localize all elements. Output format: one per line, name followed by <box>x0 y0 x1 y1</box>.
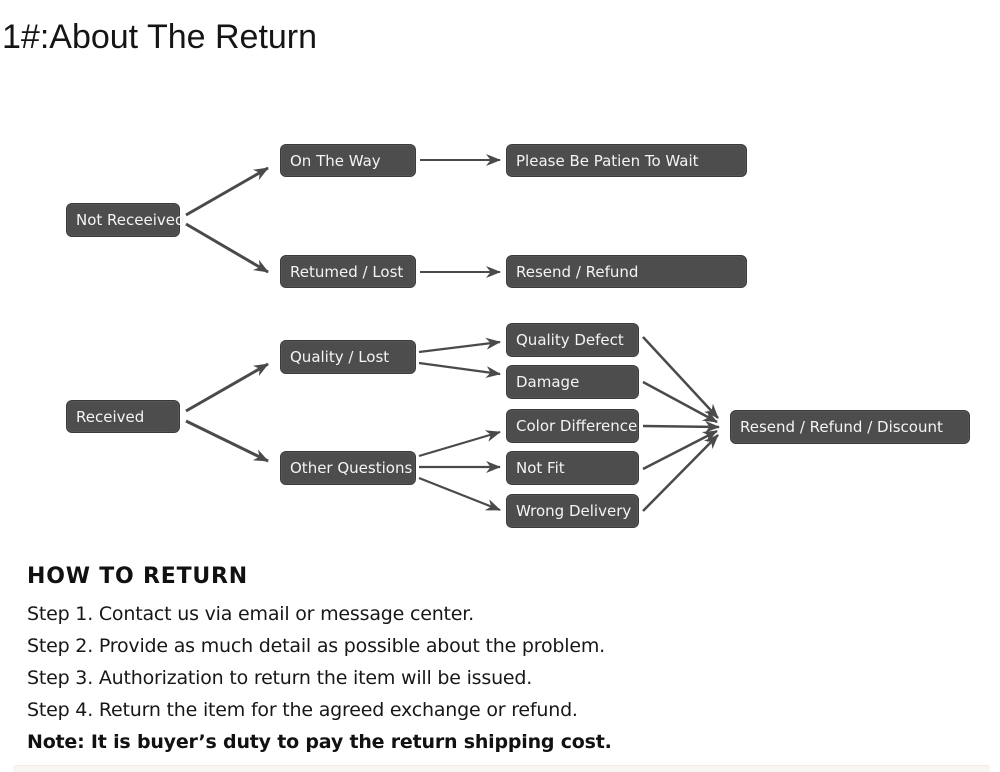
node-not-received: Not Receeived <box>66 203 185 237</box>
return-step-3: Step 3. Authorization to return the item… <box>27 667 533 689</box>
node-be-patient: Please Be Patien To Wait <box>506 144 747 177</box>
node-on-the-way: On The Way <box>280 144 416 177</box>
node-other-questions: Other Questions <box>280 451 416 485</box>
node-not-fit: Not Fit <box>506 451 639 485</box>
node-resend-refund: Resend / Refund <box>506 255 747 288</box>
cropped-bottom-strip <box>13 765 990 772</box>
node-wrong-delivery: Wrong Delivery <box>506 494 639 528</box>
node-received: Received <box>66 400 180 433</box>
how-to-return-heading: HOW TO RETURN <box>27 564 249 589</box>
page-title: 1#:About The Return <box>2 18 318 56</box>
return-step-1: Step 1. Contact us via email or message … <box>27 603 474 625</box>
node-quality-defect: Quality Defect <box>506 323 639 357</box>
node-color-difference: Color Difference <box>506 409 639 443</box>
node-returned-lost: Retumed / Lost <box>280 255 416 288</box>
node-resend-refund-discount: Resend / Refund / Discount <box>730 410 970 444</box>
return-step-4: Step 4. Return the item for the agreed e… <box>27 699 578 721</box>
node-quality-lost: Quality / Lost <box>280 340 416 374</box>
how-to-return-section: HOW TO RETURN Step 1. Contact us via ema… <box>27 564 727 758</box>
return-step-2: Step 2. Provide as much detail as possib… <box>27 635 605 657</box>
return-note: Note: It is buyer’s duty to pay the retu… <box>27 731 612 753</box>
node-damage: Damage <box>506 365 639 399</box>
